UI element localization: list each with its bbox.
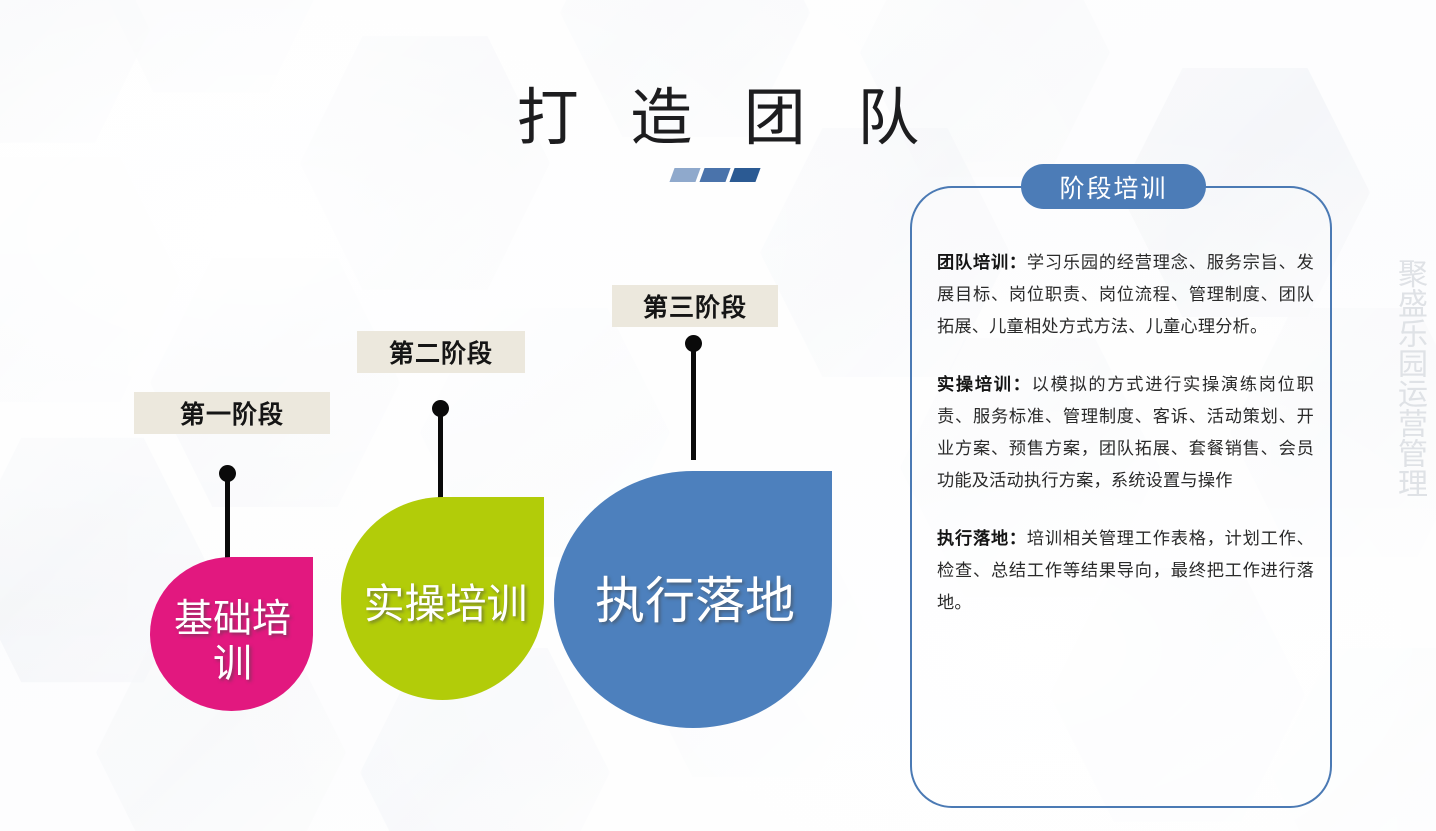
stage-label-3: 第三阶段 — [612, 285, 778, 327]
stage-label-2: 第二阶段 — [357, 331, 525, 373]
panel-paragraph-3-text: 培训相关管理工作表格，计划工作、检查、总结工作等结果导向，最终把工作进行落地。 — [937, 528, 1314, 612]
connector-stem — [225, 478, 230, 590]
panel-paragraph-2-text: 以模拟的方式进行实操演练岗位职责、服务标准、管理制度、客诉、活动策划、开业方案、… — [937, 374, 1314, 490]
stage-shape-practical-training: 实操培训 — [341, 497, 544, 700]
panel-paragraph-2: 实操培训：以模拟的方式进行实操演练岗位职责、服务标准、管理制度、客诉、活动策划、… — [937, 368, 1314, 496]
panel-paragraph-3: 执行落地：培训相关管理工作表格，计划工作、检查、总结工作等结果导向，最终把工作进… — [937, 522, 1314, 618]
panel-paragraph-3-heading: 执行落地： — [937, 528, 1027, 548]
panel-paragraph-2-heading: 实操培训： — [937, 374, 1032, 394]
connector-dot-icon — [685, 335, 702, 352]
stage-shape-basic-training: 基础培训 — [150, 557, 313, 711]
connector-dot-icon — [432, 400, 449, 417]
vertical-watermark: 聚盛乐园运营管理 — [1393, 258, 1426, 498]
panel-paragraph-1: 团队培训：学习乐园的经营理念、服务宗旨、发展目标、岗位职责、岗位流程、管理制度、… — [937, 246, 1314, 342]
stage-label-1: 第一阶段 — [134, 392, 330, 434]
slide-title: 打 造 团 队 — [516, 85, 938, 153]
connector-stem — [438, 413, 443, 515]
panel-paragraph-1-heading: 团队培训： — [937, 252, 1027, 272]
stage-training-panel — [910, 186, 1332, 808]
panel-paragraph-1-text: 学习乐园的经营理念、服务宗旨、发展目标、岗位职责、岗位流程、管理制度、团队拓展、… — [937, 252, 1314, 336]
panel-body: 团队培训：学习乐园的经营理念、服务宗旨、发展目标、岗位职责、岗位流程、管理制度、… — [937, 246, 1314, 786]
title-accent-bars-icon — [669, 168, 764, 184]
connector-dot-icon — [219, 465, 236, 482]
connector-stem — [691, 348, 696, 460]
panel-title-badge: 阶段培训 — [1021, 164, 1206, 209]
stage-shape-execution-landing: 执行落地 — [554, 471, 832, 728]
